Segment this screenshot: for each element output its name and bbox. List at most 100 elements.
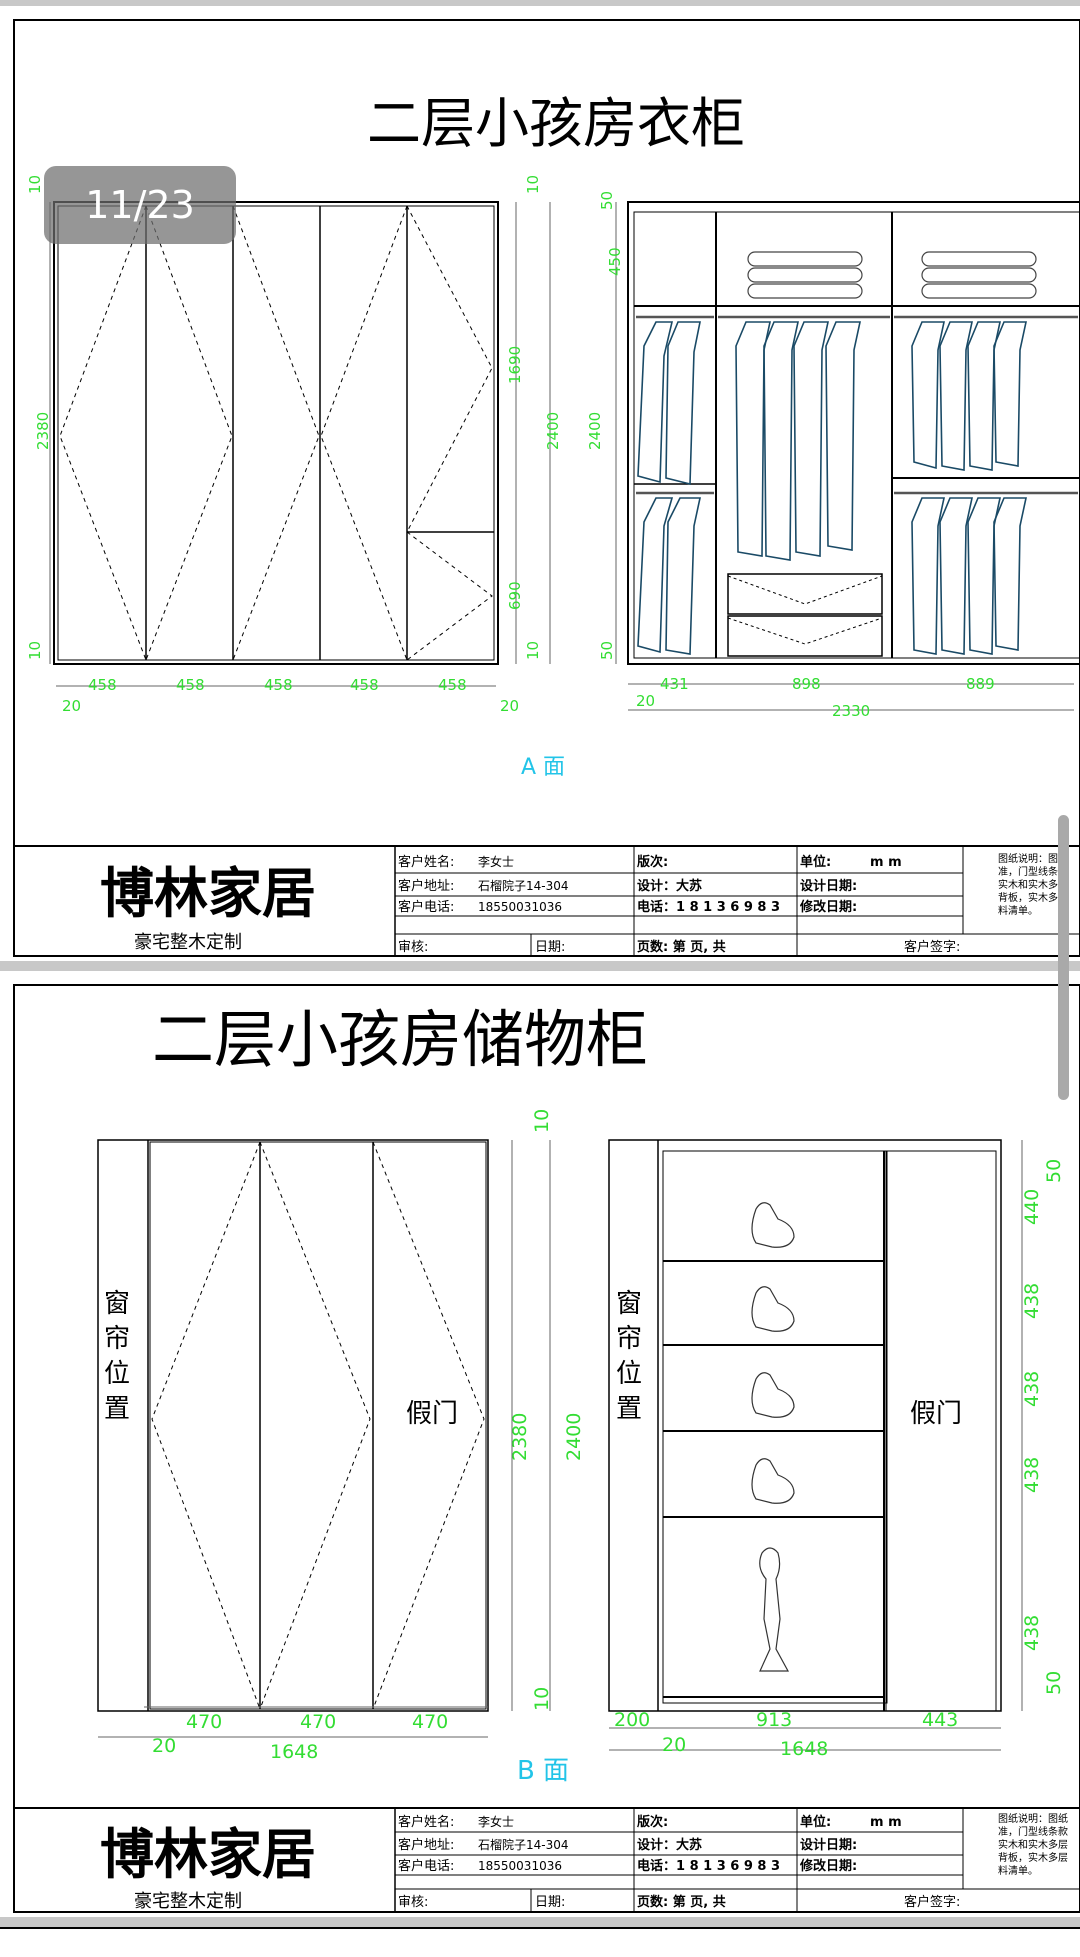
tb-note-line: 实木和实木多层: [998, 1838, 1068, 1851]
storage-interior-view: [608, 1139, 1002, 1712]
tb-label: 客户签字:: [904, 939, 960, 955]
dim-label: 1648: [780, 1738, 828, 1760]
tb-note-line: 料清单。: [998, 1864, 1038, 1877]
tb-note-line: 背板，实木多层: [998, 1851, 1068, 1864]
tb-value: 18550031036: [478, 1859, 562, 1873]
dim-label: 2380: [34, 412, 52, 450]
dim-label: 2400: [544, 412, 562, 450]
dim-label: 690: [506, 581, 524, 610]
dim-label: 2380: [509, 1413, 531, 1461]
sheet-1-canvas: 二层小孩房衣柜 10 2380 10 10 1690 2400 690 10: [13, 19, 1080, 957]
dim-label: 470: [412, 1711, 448, 1733]
tb-label: 客户姓名:: [398, 1814, 454, 1830]
tb-notes: 图纸说明：图纸 准，门型线条款 实木和实木多层 背板，实木多层 料清单。: [998, 852, 1068, 917]
dim-label: 458: [350, 676, 379, 694]
sheet-border: [13, 984, 1080, 1913]
dim-label: 450: [606, 247, 624, 276]
svg-text:帘: 帘: [104, 1324, 130, 1354]
tb-value: m m: [870, 855, 902, 870]
dim-label: 10: [531, 1687, 553, 1711]
dim-label: 10: [524, 175, 542, 194]
dim-label: 20: [500, 697, 519, 715]
tb-label: 设计日期:: [800, 878, 857, 894]
tb-note-line: 料清单。: [998, 904, 1038, 917]
dim-label: 20: [662, 1734, 686, 1756]
tb-note-line: 准，门型线条款: [998, 865, 1068, 878]
tb-value: 设计：大苏: [637, 1837, 702, 1853]
decor-vase-illustration: [751, 1202, 795, 1672]
tb-value: m m: [870, 1815, 902, 1830]
brand-slogan: 豪宅整木定制: [134, 932, 242, 953]
tb-note-line: 图纸说明：图纸: [998, 852, 1068, 865]
tb-value: 电话：1 8 1 3 6 9 8 3: [637, 1858, 780, 1874]
dim-label: 438: [1021, 1371, 1043, 1407]
tb-label: 修改日期:: [799, 899, 857, 915]
dim-label: 431: [660, 675, 689, 693]
dim-label: 50: [1043, 1159, 1065, 1183]
dim-label: 440: [1021, 1189, 1043, 1225]
tb-note-line: 准，门型线条款: [998, 1825, 1068, 1838]
scrollbar-thumb[interactable]: [1058, 815, 1069, 1100]
dim-label: 20: [62, 697, 81, 715]
wardrobe-front-view: [53, 201, 499, 665]
tb-value: 电话：1 8 1 3 6 9 8 3: [637, 899, 780, 915]
tb-value: 页数: 第 页, 共: [637, 1894, 726, 1910]
svg-text:窗: 窗: [616, 1289, 642, 1319]
dim-label: 10: [26, 175, 44, 194]
brand-name: 博林家居: [100, 862, 316, 925]
svg-text:窗: 窗: [104, 1289, 130, 1319]
face-label: A 面: [521, 755, 565, 780]
dim-label: 2400: [586, 412, 604, 450]
dim-label: 898: [792, 675, 821, 693]
wardrobe-interior-view: [627, 201, 1080, 665]
tb-label: 客户电话:: [398, 899, 454, 915]
dim-label: 50: [598, 641, 616, 660]
svg-text:置: 置: [616, 1394, 642, 1424]
tb-notes: 图纸说明：图纸 准，门型线条款 实木和实木多层 背板，实木多层 料清单。: [998, 1812, 1068, 1877]
tb-label: 修改日期:: [799, 1858, 857, 1874]
tb-label: 版次:: [637, 854, 668, 870]
tb-note-line: 图纸说明：图纸: [998, 1812, 1068, 1825]
dim-label: 470: [186, 1711, 222, 1733]
tb-note-line: 实木和实木多层: [998, 878, 1068, 891]
tb-label: 客户地址:: [398, 878, 454, 894]
dim-label: 913: [756, 1709, 792, 1731]
dim-label: 458: [264, 676, 293, 694]
tb-label: 客户地址:: [398, 1837, 454, 1853]
dim-label: 458: [176, 676, 205, 694]
fake-door-label: 假门: [910, 1399, 962, 1429]
tb-value: 石榴院子14-304: [478, 1838, 569, 1852]
tb-value: 18550031036: [478, 900, 562, 914]
fake-door-label: 假门: [406, 1399, 458, 1429]
title-block: [14, 845, 1080, 956]
dim-label: 10: [531, 1109, 553, 1133]
dim-label: 200: [614, 1709, 650, 1731]
tb-value: 设计：大苏: [637, 878, 702, 894]
tb-label: 日期:: [535, 1895, 565, 1910]
dim-label: 458: [88, 676, 117, 694]
tb-note-line: 背板，实木多层: [998, 891, 1068, 904]
dim-label: 1690: [506, 346, 524, 384]
hanging-clothes-illustration: [637, 321, 1027, 655]
drawing-sheet-2: 二层小孩房储物柜 窗 帘 位 置 假门 10 2380 2400 10 470 …: [0, 971, 1080, 1917]
drawing-sheet-3-edge: [0, 1927, 1080, 1957]
dim-label: 20: [636, 692, 655, 710]
dim-label: 2400: [563, 1413, 585, 1461]
dim-label: 50: [1043, 1671, 1065, 1695]
tb-label: 版次:: [637, 1814, 668, 1830]
dim-label: 10: [524, 641, 542, 660]
dim-label: 20: [152, 1735, 176, 1757]
curtain-position-label: 窗 帘 位 置: [104, 1289, 130, 1424]
tb-value: 石榴院子14-304: [478, 879, 569, 893]
dim-label: 438: [1021, 1615, 1043, 1651]
tb-label: 客户姓名:: [398, 854, 454, 870]
sheet-title: 二层小孩房储物柜: [152, 1003, 648, 1076]
tb-label: 审核:: [398, 1895, 428, 1910]
dim-label: 438: [1021, 1457, 1043, 1493]
curtain-position-label: 窗 帘 位 置: [616, 1289, 642, 1424]
dim-label: 438: [1021, 1283, 1043, 1319]
svg-text:位: 位: [104, 1359, 130, 1389]
tb-label: 审核:: [398, 940, 428, 955]
svg-text:位: 位: [616, 1359, 642, 1389]
dim-label: 50: [598, 191, 616, 210]
